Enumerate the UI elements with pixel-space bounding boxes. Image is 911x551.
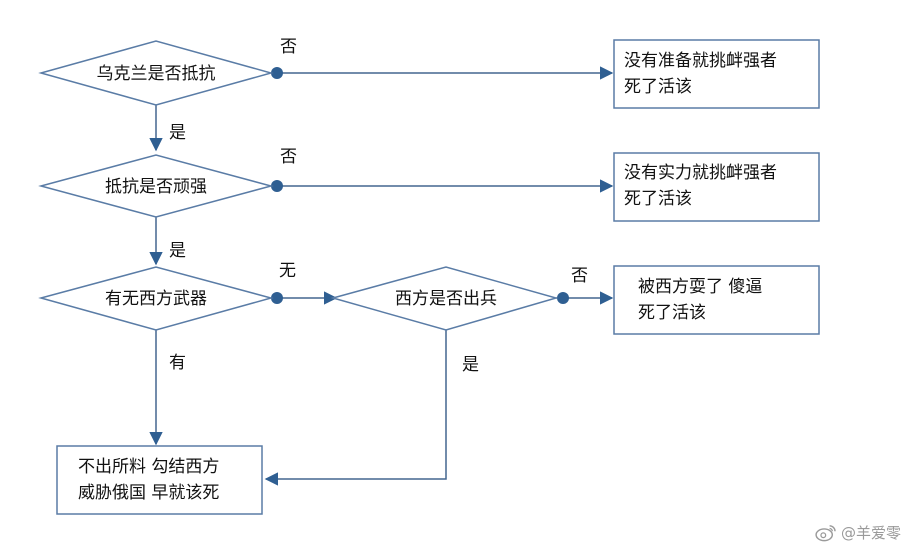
outcome-line: 死了活该 (624, 189, 692, 209)
decision-resist-strong: 抵抗是否顽强 (38, 154, 274, 218)
decision-label: 有无西方武器 (105, 289, 207, 309)
edge-label-no: 否 (280, 37, 297, 57)
connector-dot (271, 67, 283, 79)
decision-label: 西方是否出兵 (395, 289, 497, 309)
edge-label-yes: 是 (169, 123, 186, 143)
outcome-line: 死了活该 (638, 303, 706, 323)
decision-ukraine-resist: 乌克兰是否抵抗 (38, 40, 274, 106)
outcome-box-4: 不出所料 勾结西方 威胁俄国 早就该死 (56, 445, 263, 515)
outcome-line: 死了活该 (624, 77, 692, 97)
edge-d4-yes (264, 330, 447, 486)
watermark: @羊爱零 (815, 522, 901, 543)
connector-dot (557, 292, 569, 304)
outcome-line: 威胁俄国 早就该死 (78, 483, 219, 503)
edge-label-with: 有 (169, 353, 186, 373)
outcome-line: 不出所料 勾结西方 (78, 457, 219, 477)
decision-western-weapons: 有无西方武器 (38, 266, 274, 331)
edge-label-no: 否 (571, 266, 588, 286)
decision-label: 抵抗是否顽强 (105, 177, 207, 197)
outcome-box-1: 没有准备就挑衅强者 死了活该 (613, 39, 820, 109)
connector-dot (271, 292, 283, 304)
watermark-text: @羊爱零 (840, 524, 901, 542)
edge-label-yes: 是 (462, 355, 479, 375)
outcome-box-3: 被西方耍了 傻逼 死了活该 (613, 265, 820, 335)
outcome-line: 被西方耍了 傻逼 (638, 277, 762, 297)
decision-label: 乌克兰是否抵抗 (97, 64, 216, 84)
edge-label-no: 否 (280, 147, 297, 167)
edge-label-yes: 是 (169, 241, 186, 261)
connector-dot (271, 180, 283, 192)
weibo-icon (815, 524, 836, 541)
decision-west-send-troops: 西方是否出兵 (330, 266, 559, 331)
outcome-line: 没有准备就挑衅强者 (624, 51, 777, 71)
edge-label-without: 无 (279, 261, 296, 281)
outcome-line: 没有实力就挑衅强者 (624, 163, 777, 183)
outcome-box-2: 没有实力就挑衅强者 死了活该 (613, 152, 820, 222)
